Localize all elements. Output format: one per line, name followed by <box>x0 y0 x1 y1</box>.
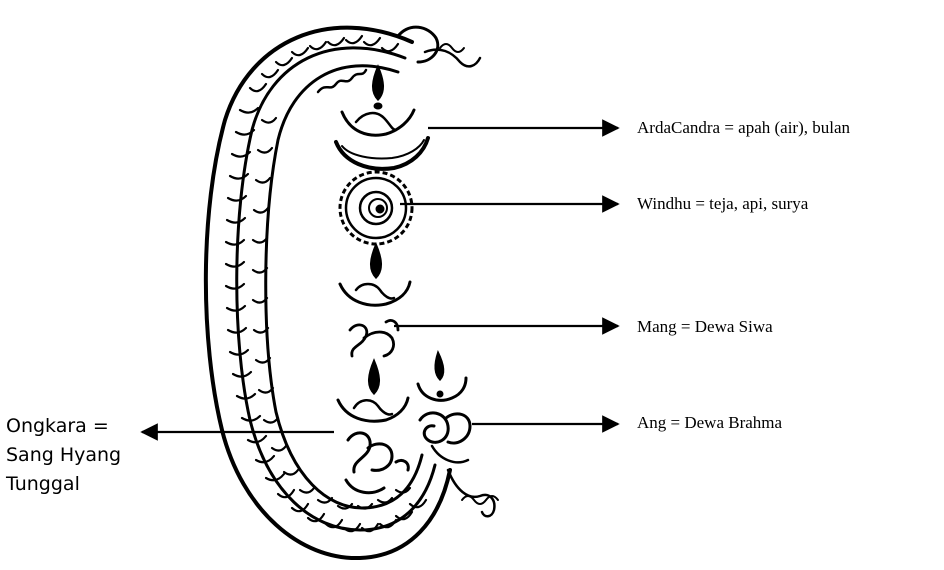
ardacandra-crescent-icon <box>340 282 410 305</box>
ang-glyph-icon <box>418 352 470 462</box>
windhu-label: Windhu = teja, api, surya <box>637 195 808 212</box>
mang-label: Mang = Dewa Siwa <box>637 318 773 335</box>
ongkara-label-line-2: Sang Hyang <box>6 441 121 470</box>
ongkara-glyph-icon <box>346 433 408 493</box>
ardacandra-label: ArdaCandra = apah (air), bulan <box>637 119 850 136</box>
ang-label: Ang = Dewa Brahma <box>637 414 782 431</box>
ongkara-label-line-1: Ongkara = <box>6 412 121 441</box>
ardacandra-crescent-icon <box>338 398 408 421</box>
mang-glyph-icon <box>350 320 398 356</box>
windhu-disc-icon <box>340 172 412 244</box>
ardacandra-crescent-icon <box>336 110 428 169</box>
naga-serpent-icon <box>206 27 498 558</box>
ongkara-label-line-3: Tunggal <box>6 470 121 499</box>
flame-icon <box>369 360 380 394</box>
flame-icon <box>371 244 382 278</box>
flame-icon <box>373 66 384 109</box>
ongkara-label: Ongkara = Sang Hyang Tunggal <box>6 412 121 499</box>
